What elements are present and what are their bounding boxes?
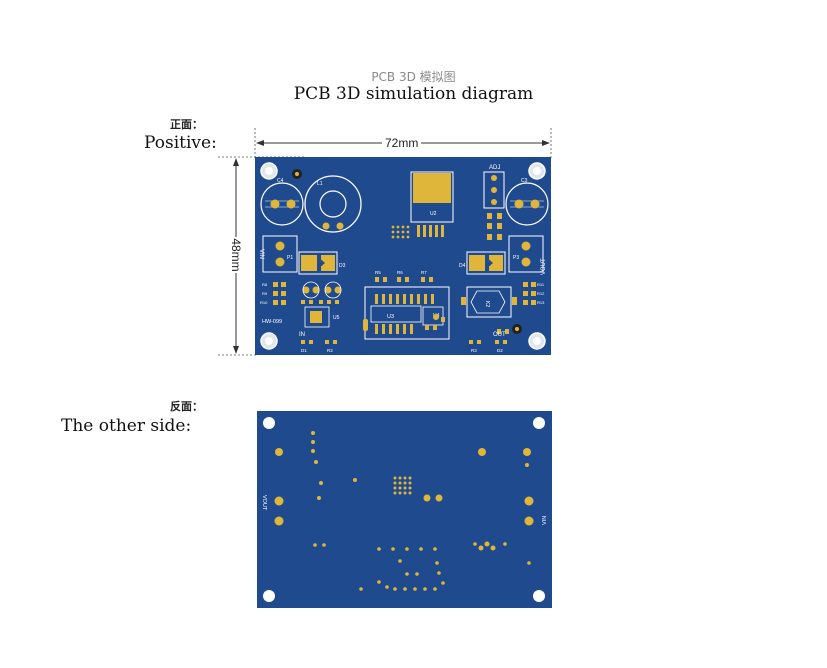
- silk-vout-front: VOUT: [541, 258, 547, 275]
- silk-vout-back: VOUT: [261, 495, 267, 511]
- front-label-cn: 正面：: [170, 118, 203, 131]
- silk-k2: K2: [484, 301, 490, 307]
- silk-p1: P1: [287, 255, 293, 261]
- silk-u3: U3: [387, 314, 394, 320]
- pcb-front: C4 C3 L1 U2 ADJ P1 VIN P3 VOUT D3: [255, 157, 551, 355]
- silk-r6: R6: [397, 270, 403, 275]
- diagram-title-en: PCB 3D simulation diagram: [293, 84, 534, 104]
- silk-u2: U2: [430, 211, 437, 217]
- back-label-en: The other side:: [61, 416, 192, 436]
- pcb-back: VOUT VIN: [257, 411, 552, 608]
- silk-u5: U5: [333, 315, 340, 321]
- silk-d3: D3: [339, 263, 346, 269]
- silk-c3: C3: [521, 178, 528, 184]
- silk-r12: R12: [537, 291, 545, 296]
- silk-model: HW-099: [262, 319, 282, 325]
- silk-p3: P3: [513, 255, 519, 261]
- silk-d2: D2: [497, 348, 503, 353]
- silk-d1: D1: [301, 348, 307, 353]
- silk-c4: C4: [277, 178, 284, 184]
- silk-r3: R3: [471, 348, 477, 353]
- silk-r9: R9: [262, 291, 268, 296]
- silk-adj: ADJ: [489, 165, 500, 171]
- width-dimension: 72mm: [382, 136, 422, 150]
- silk-r10: R10: [260, 300, 268, 305]
- height-dimension: 48mm: [229, 237, 243, 273]
- front-label-en: Positive:: [144, 133, 217, 153]
- silk-vin-front: VIN: [258, 249, 264, 259]
- silk-in: IN: [299, 332, 305, 338]
- silk-vin-back: VIN: [542, 516, 548, 525]
- silk-r8: R8: [262, 282, 268, 287]
- back-label-cn: 反面：: [170, 400, 203, 413]
- silk-r2: R2: [327, 348, 333, 353]
- silk-out: OUT: [493, 332, 506, 338]
- silk-r7: R7: [421, 270, 427, 275]
- silk-r5: R5: [375, 270, 381, 275]
- silk-r11: R11: [537, 282, 545, 287]
- silk-r13: R13: [537, 300, 545, 305]
- silk-l1: L1: [317, 181, 323, 187]
- diagram-title-cn: PCB 3D 模拟图: [371, 70, 456, 84]
- silk-d4: D4: [459, 263, 466, 269]
